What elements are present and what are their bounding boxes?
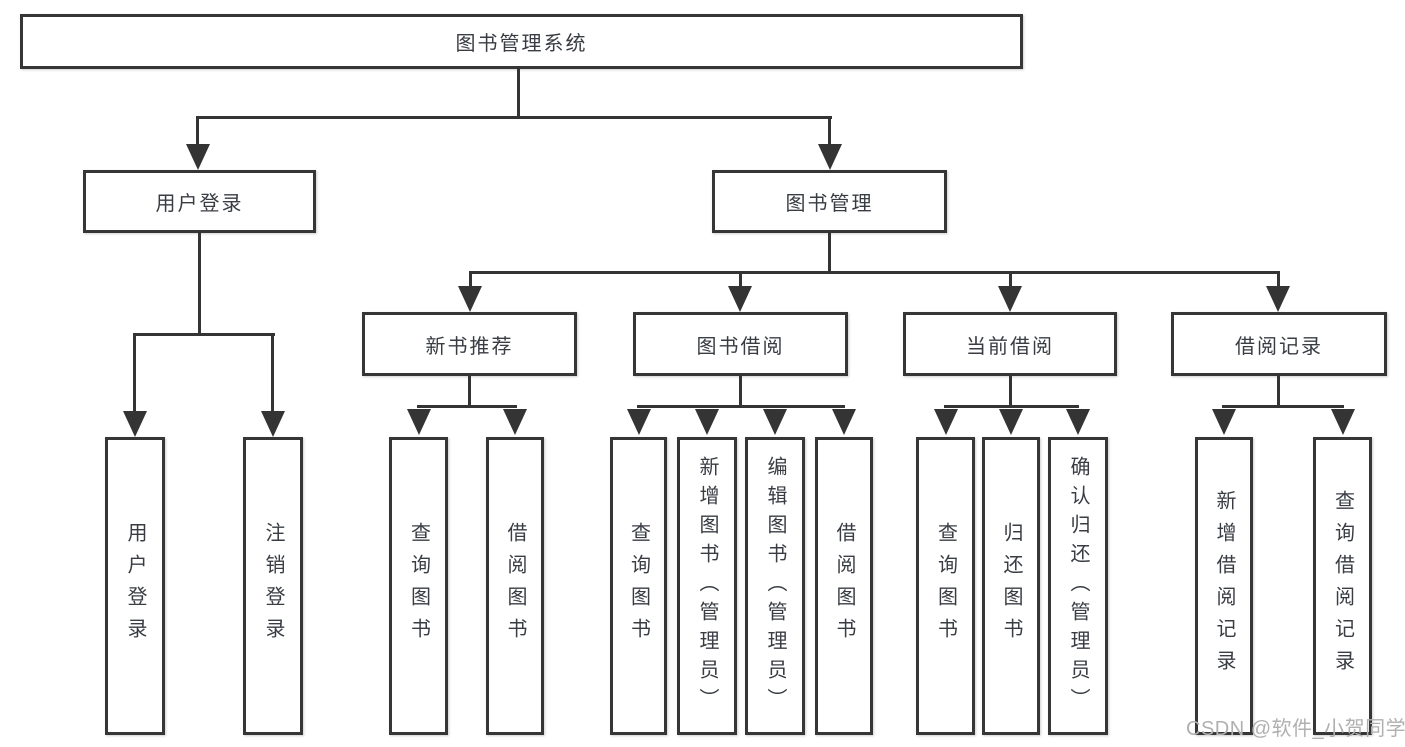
connector-drop-new-book-rec — [469, 271, 472, 287]
arrowhead-br-query — [1331, 409, 1355, 435]
csdn-watermark: CSDN @软件_小贺同学 — [1186, 718, 1405, 740]
leaf-nbr-borrow-label: 借阅图书 — [504, 522, 526, 650]
leaf-bb-borrow-box: 借阅图书 — [815, 437, 873, 735]
node-root-label: 图书管理系统 — [455, 33, 588, 55]
node-current-borrow-label: 当前借阅 — [966, 335, 1054, 358]
connector-book-borrow-stem — [739, 374, 742, 408]
arrowhead-borrow-records — [1266, 286, 1290, 312]
node-book-borrow-box: 图书借阅 — [633, 312, 848, 376]
leaf-user-login-box: 用户登录 — [105, 437, 165, 735]
arrowhead-br-add — [1212, 409, 1236, 435]
arrowhead-current-borrow — [998, 286, 1022, 312]
arrowhead-cb-confirm — [1066, 409, 1090, 435]
leaf-nbr-query-label: 查询图书 — [407, 522, 430, 650]
connector-book-borrow-rail — [637, 405, 845, 408]
leaf-nbr-query-box: 查询图书 — [389, 437, 448, 735]
leaf-br-add-label: 新增借阅记录 — [1213, 490, 1235, 682]
leaf-bb-add-box: 新增图书（管理员） — [677, 437, 737, 735]
arrowhead-bb-add — [695, 409, 719, 435]
arrowhead-book-mgmt — [818, 144, 842, 170]
node-book-mgmt-label: 图书管理 — [785, 193, 874, 215]
node-user-login-label: 用户登录 — [155, 193, 244, 215]
leaf-cb-return-label: 归还图书 — [1000, 522, 1022, 650]
leaf-bb-edit-label: 编辑图书（管理员） — [764, 455, 786, 717]
leaf-cb-query-box: 查询图书 — [916, 437, 975, 735]
connector-root-stem — [517, 66, 520, 118]
connector-user-login-stem — [198, 231, 201, 336]
arrowhead-book-borrow — [728, 286, 752, 312]
connector-book-mgmt-rail — [469, 271, 1280, 274]
connector-new-book-rec-stem — [468, 374, 471, 408]
connector-drop-book-mgmt — [828, 116, 831, 146]
connector-new-book-rec-rail — [417, 405, 517, 408]
connector-current-borrow-stem — [1009, 374, 1012, 408]
leaf-user-login-label: 用户登录 — [124, 522, 146, 650]
connector-drop-book-borrow — [739, 271, 742, 287]
arrowhead-nbr-query — [407, 409, 431, 435]
connector-book-mgmt-stem — [828, 231, 831, 273]
arrowhead-nbr-borrow — [503, 409, 527, 435]
leaf-logout-label: 注销登录 — [262, 522, 284, 650]
connector-root-rail — [196, 116, 832, 119]
leaf-bb-add-label: 新增图书（管理员） — [696, 455, 718, 717]
connector-drop-borrow-records — [1277, 271, 1280, 287]
leaf-cb-query-label: 查询图书 — [934, 522, 957, 650]
node-borrow-records-label: 借阅记录 — [1235, 335, 1323, 358]
node-borrow-records-box: 借阅记录 — [1171, 312, 1387, 376]
node-root-box: 图书管理系统 — [20, 14, 1023, 69]
connector-borrow-records-stem — [1277, 374, 1280, 408]
leaf-cb-confirm-label: 确认归还（管理员） — [1067, 455, 1089, 717]
leaf-logout-box: 注销登录 — [243, 437, 303, 735]
node-new-book-rec-label: 新书推荐 — [425, 335, 514, 358]
leaf-br-query-label: 查询借阅记录 — [1331, 490, 1354, 682]
connector-current-borrow-rail — [944, 405, 1079, 408]
leaf-bb-query-box: 查询图书 — [610, 437, 667, 735]
leaf-nbr-borrow-box: 借阅图书 — [486, 437, 544, 735]
arrowhead-bb-borrow — [832, 409, 856, 435]
connector-drop-user-login — [196, 116, 199, 146]
leaf-br-add-box: 新增借阅记录 — [1195, 437, 1253, 735]
arrowhead-leaf-login — [123, 411, 147, 437]
node-book-borrow-label: 图书借阅 — [696, 335, 785, 358]
arrowhead-leaf-logout — [261, 411, 285, 437]
node-book-mgmt-box: 图书管理 — [712, 170, 947, 233]
leaf-cb-confirm-box: 确认归还（管理员） — [1048, 437, 1108, 735]
leaf-cb-return-box: 归还图书 — [982, 437, 1040, 735]
node-current-borrow-box: 当前借阅 — [903, 312, 1117, 376]
leaf-bb-borrow-label: 借阅图书 — [833, 522, 855, 650]
leaf-bb-query-label: 查询图书 — [627, 522, 650, 650]
arrowhead-bb-query — [627, 409, 651, 435]
connector-drop-leaf-login — [133, 333, 136, 413]
leaf-br-query-box: 查询借阅记录 — [1313, 437, 1372, 735]
arrowhead-bb-edit — [763, 409, 787, 435]
node-new-book-rec-box: 新书推荐 — [362, 312, 577, 376]
connector-borrow-records-rail — [1222, 405, 1344, 408]
arrowhead-new-book-rec — [458, 286, 482, 312]
node-user-login-box: 用户登录 — [83, 170, 316, 233]
connector-user-login-rail — [133, 333, 275, 336]
connector-drop-leaf-logout — [271, 333, 274, 413]
connector-drop-current-borrow — [1009, 271, 1012, 287]
leaf-bb-edit-box: 编辑图书（管理员） — [745, 437, 805, 735]
arrowhead-user-login — [186, 144, 210, 170]
arrowhead-cb-query — [934, 409, 958, 435]
arrowhead-cb-return — [999, 409, 1023, 435]
